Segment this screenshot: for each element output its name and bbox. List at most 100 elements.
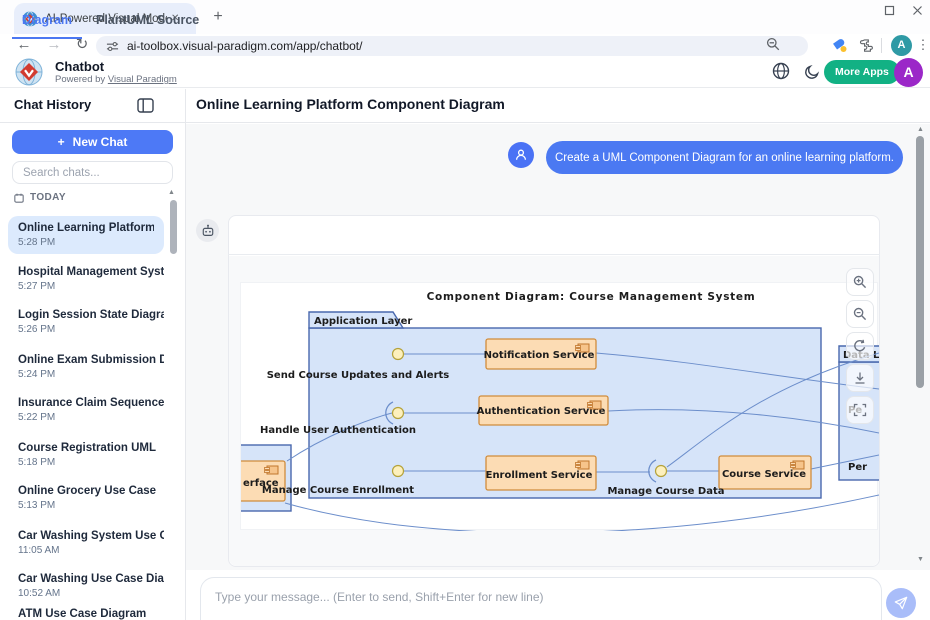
component-icon: [790, 460, 805, 470]
message-input[interactable]: [200, 577, 882, 620]
tab-diagram[interactable]: Diagram: [12, 0, 83, 39]
diagram-title: Component Diagram: Course Management Sys…: [427, 291, 756, 303]
dark-mode-moon-icon[interactable]: [804, 64, 824, 84]
chat-scrollbar-thumb[interactable]: [916, 136, 924, 388]
component-authentication-service: Authentication Service: [477, 395, 609, 426]
reset-view-button[interactable]: [846, 332, 874, 360]
toolbar-separator: [881, 38, 882, 53]
svg-text:Manage Course Enrollment: Manage Course Enrollment: [262, 485, 414, 496]
app-title: Chatbot: [55, 59, 105, 74]
chat-item[interactable]: Online Grocery Use Case 5:13 PM: [18, 485, 157, 511]
plus-icon: +: [57, 135, 65, 149]
user-message-bubble: Create a UML Component Diagram for an on…: [546, 141, 903, 174]
bot-avatar: [196, 219, 219, 242]
new-tab-button[interactable]: +: [213, 8, 223, 25]
data-label-per: Per: [848, 462, 867, 473]
user-message-avatar: [508, 142, 534, 168]
powered-by: Powered by Visual Paradigm: [55, 74, 177, 85]
chat-history-title: Chat History: [14, 97, 92, 112]
sidebar-scrollbar-thumb[interactable]: [170, 200, 177, 254]
sidebar: + New Chat TODAY Online Learning Platfor…: [0, 124, 185, 620]
today-section-label: TODAY: [14, 192, 66, 203]
zoom-in-icon: [853, 275, 867, 289]
visual-paradigm-link[interactable]: Visual Paradigm: [107, 74, 177, 85]
browser-menu-icon[interactable]: ⋮: [916, 37, 930, 52]
site-settings-icon[interactable]: [106, 40, 119, 53]
tab-close-icon[interactable]: ✕: [171, 13, 180, 24]
svg-text:Handle User Authentication: Handle User Authentication: [260, 425, 416, 436]
sidebar-divider: [185, 89, 186, 620]
interface-send-updates: Send Course Updates and Alerts: [267, 347, 450, 381]
send-plane-icon: [894, 596, 908, 610]
zoom-out-button[interactable]: [846, 300, 874, 328]
zoom-page-icon[interactable]: [766, 37, 780, 56]
component-user-interface-partial: erface: [241, 460, 286, 502]
chat-scroll-up-icon[interactable]: ▲: [917, 126, 924, 133]
svg-text:Authentication Service: Authentication Service: [477, 406, 606, 417]
collapse-sidebar-icon[interactable]: [137, 98, 154, 113]
forward-icon[interactable]: →: [46, 36, 62, 53]
browser-profile-avatar[interactable]: A: [891, 35, 912, 56]
svg-text:Send Course Updates and Alerts: Send Course Updates and Alerts: [267, 370, 450, 381]
new-chat-button[interactable]: + New Chat: [12, 130, 173, 154]
reset-icon: [854, 339, 866, 352]
language-globe-icon[interactable]: [772, 62, 792, 82]
person-icon: [515, 149, 527, 160]
chat-scroll-down-icon[interactable]: ▼: [917, 556, 924, 563]
fullscreen-button[interactable]: [846, 396, 874, 424]
component-enrollment-service: Enrollment Service: [485, 455, 597, 491]
package-application-label: Application Layer: [314, 316, 412, 327]
zoom-out-icon: [853, 307, 867, 321]
calendar-icon: [14, 193, 24, 203]
url-text[interactable]: ai-toolbox.visual-paradigm.com/app/chatb…: [127, 39, 363, 53]
tab-title: AI-Powered Visual Modeling Ch: [45, 12, 167, 25]
component-icon: [575, 460, 590, 470]
chat-item[interactable]: ATM Use Case Diagram: [18, 608, 147, 620]
pinned-extension-icon[interactable]: [833, 38, 847, 52]
component-notification-service: Notification Service: [484, 338, 597, 370]
component-diagram-svg: Component Diagram: Course Management Sys…: [241, 291, 879, 531]
reload-icon[interactable]: ↻: [75, 36, 89, 53]
component-icon: [264, 465, 279, 475]
user-avatar[interactable]: A: [894, 58, 923, 87]
svg-text:Enrollment Service: Enrollment Service: [486, 470, 593, 481]
svg-text:Manage Course Data: Manage Course Data: [607, 486, 724, 497]
component-icon: [587, 400, 602, 410]
search-input[interactable]: [12, 161, 173, 184]
component-course-service: Course Service: [718, 455, 812, 490]
window-close-button[interactable]: [904, 2, 930, 22]
svg-text:Notification Service: Notification Service: [484, 350, 595, 361]
send-button[interactable]: [886, 588, 916, 618]
extensions-puzzle-icon[interactable]: [858, 38, 873, 52]
chat-item[interactable]: Car Washing Use Case Diagr... 10:52 AM: [18, 573, 164, 599]
uml-diagram-canvas[interactable]: Component Diagram: Course Management Sys…: [240, 282, 879, 531]
interface-handle-auth: Handle User Authentication: [260, 401, 416, 436]
subheader-row: [0, 89, 930, 123]
chat-item[interactable]: Insurance Claim Sequence 5:22 PM: [18, 397, 164, 423]
tab-plantuml-source[interactable]: PlantUML Source: [96, 13, 200, 27]
download-button[interactable]: [846, 364, 874, 392]
more-apps-button[interactable]: More Apps: [824, 60, 900, 84]
page-title: Online Learning Platform Component Diagr…: [196, 96, 505, 112]
sidebar-scroll-up-icon[interactable]: ▲: [168, 189, 175, 196]
browser-tab[interactable]: AI-Powered Visual Modeling Ch ✕: [14, 3, 196, 34]
chat-item[interactable]: Car Washing System Use Case 11:05 AM: [18, 530, 164, 556]
chat-item[interactable]: Online Exam Submission Dia... 5:24 PM: [18, 354, 164, 380]
chat-item-selected[interactable]: Online Learning Platform Co... 5:28 PM: [8, 216, 164, 254]
svg-text:Course Service: Course Service: [722, 469, 806, 480]
chat-item[interactable]: Login Session State Diagram 5:26 PM: [18, 309, 164, 335]
component-icon: [575, 343, 590, 353]
tab-favicon-vp-logo: [22, 10, 38, 27]
visual-paradigm-logo: [15, 58, 43, 86]
chat-item[interactable]: Hospital Management Syste... 5:27 PM: [18, 266, 164, 292]
response-tabbar: [228, 215, 880, 255]
window-maximize-button[interactable]: [876, 2, 902, 22]
back-icon[interactable]: ←: [16, 36, 32, 53]
zoom-in-button[interactable]: [846, 268, 874, 296]
download-icon: [855, 372, 865, 384]
browser-tab-strip: AI-Powered Visual Modeling Ch ✕ +: [0, 0, 930, 34]
chat-item[interactable]: Course Registration UML 5:18 PM: [18, 442, 157, 468]
fullscreen-icon: [853, 403, 867, 417]
address-bar[interactable]: ai-toolbox.visual-paradigm.com/app/chatb…: [96, 36, 808, 56]
